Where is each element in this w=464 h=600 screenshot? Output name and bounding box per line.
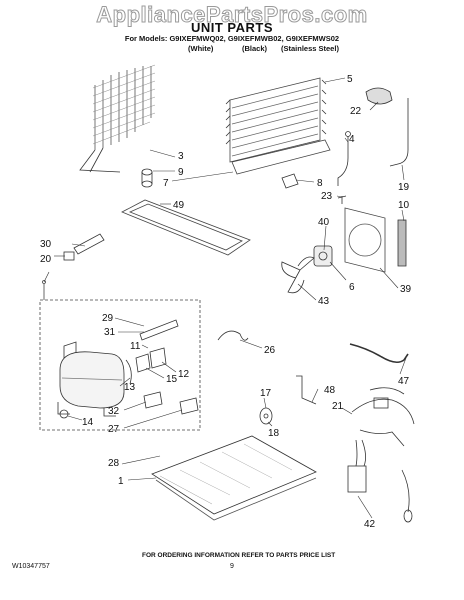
- clip: [281, 173, 299, 189]
- capacitor: [139, 319, 179, 341]
- thermistor-cap: [365, 87, 393, 105]
- condenser-coil: [79, 64, 156, 173]
- callout-28: 28: [108, 458, 120, 469]
- callout-15: 15: [166, 374, 178, 385]
- connector-20: [63, 251, 75, 261]
- clip-27: [179, 397, 199, 415]
- fan-blade: [281, 256, 315, 294]
- callout-1: 1: [118, 476, 124, 487]
- hose-47: [349, 343, 409, 364]
- gasket-strip: [397, 219, 407, 267]
- callout-21: 21: [332, 401, 344, 412]
- callout-43: 43: [318, 296, 330, 307]
- page-number: 9: [230, 563, 234, 570]
- overload-protector: [149, 347, 167, 369]
- callout-48: 48: [324, 385, 336, 396]
- wire-26: [217, 330, 249, 341]
- callout-27: 27: [108, 424, 120, 435]
- leader-lines: [43, 77, 407, 519]
- callout-31: 31: [104, 327, 116, 338]
- evaporator-coil: [225, 77, 327, 163]
- start-relay: [135, 353, 151, 373]
- fan-motor: [313, 245, 333, 267]
- compressor: [57, 351, 125, 417]
- callout-49: 49: [173, 200, 185, 211]
- models-line: For Models: G9IXEFMWQ02, G9IXEFMWB02, G9…: [124, 34, 340, 43]
- callout-23: 23: [321, 191, 333, 202]
- drain-pan: [121, 199, 251, 256]
- callout-13: 13: [124, 382, 136, 393]
- variant-black: (Black): [242, 44, 268, 53]
- ordering-notice: FOR ORDERING INFORMATION REFER TO PARTS …: [142, 552, 336, 559]
- callout-20: 20: [40, 254, 52, 265]
- callout-47: 47: [398, 376, 410, 387]
- page-title: UNIT PARTS: [190, 20, 274, 35]
- callout-29: 29: [102, 313, 114, 324]
- grommet: [59, 409, 69, 419]
- callout-8: 8: [317, 178, 323, 189]
- callout-9: 9: [178, 167, 184, 178]
- callout-32: 32: [108, 406, 120, 417]
- callout-7: 7: [163, 178, 169, 189]
- watermark: AppliancePartsPros.com: [96, 2, 368, 28]
- callout-12: 12: [178, 369, 190, 380]
- relay-cover: [143, 391, 163, 409]
- defrost-heater-wire: [337, 136, 349, 186]
- drain-trough: [231, 139, 331, 175]
- compressor-bracket: [125, 359, 132, 385]
- callout-17: 17: [260, 388, 272, 399]
- callout-42: 42: [364, 519, 376, 530]
- bracket-48: [296, 375, 317, 405]
- base-plate: [151, 435, 317, 521]
- callout-18: 18: [268, 428, 280, 439]
- callout-6: 6: [349, 282, 355, 293]
- callout-22: 22: [350, 106, 362, 117]
- relay-cylinder: [73, 233, 105, 255]
- compressor-box: [39, 299, 201, 431]
- wiring-harness: [347, 387, 415, 523]
- knob: [259, 407, 273, 425]
- callout-26: 26: [264, 345, 276, 356]
- callout-39: 39: [400, 284, 412, 295]
- callout-11: 11: [130, 341, 141, 352]
- callout-40: 40: [318, 217, 330, 228]
- variant-white: (White): [188, 44, 214, 53]
- callout-30: 30: [40, 239, 52, 250]
- callout-19: 19: [398, 182, 410, 193]
- callout-3: 3: [178, 151, 184, 162]
- screw-top: [337, 195, 347, 204]
- sensor-wire: [389, 98, 409, 167]
- callout-5: 5: [347, 74, 353, 85]
- doc-number: W10347757: [12, 563, 50, 570]
- callout-4: 4: [349, 134, 355, 145]
- callout-14: 14: [82, 417, 94, 428]
- drain-tube-part: [141, 168, 153, 188]
- variant-stainless: (Stainless Steel): [281, 44, 339, 53]
- fan-shroud: [344, 207, 386, 273]
- callout-10: 10: [398, 200, 410, 211]
